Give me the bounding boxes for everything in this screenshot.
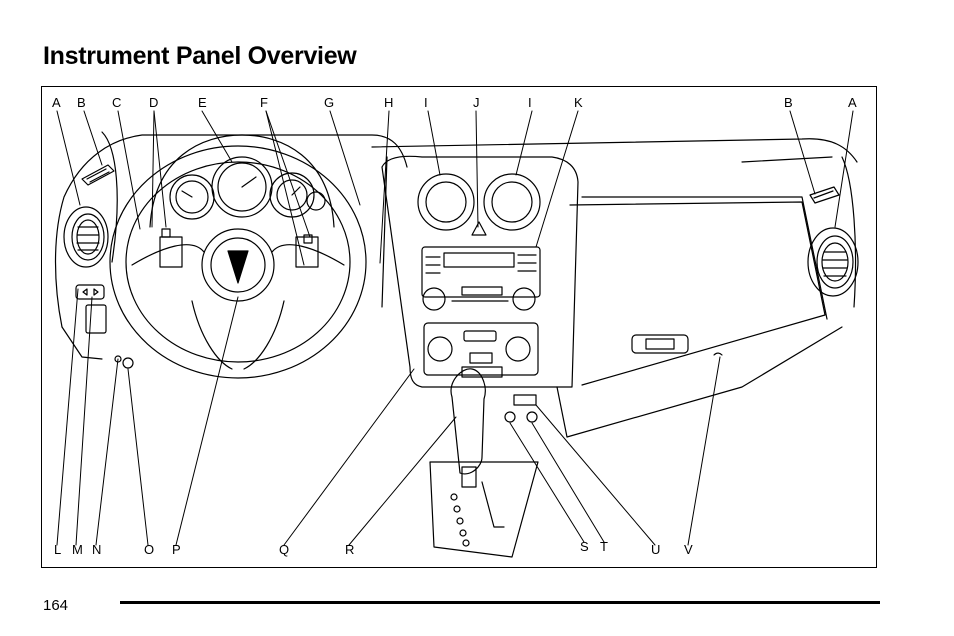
glove-box xyxy=(569,201,826,386)
dashboard-outline xyxy=(54,131,858,438)
callout-O: O xyxy=(144,542,154,557)
callout-S: S xyxy=(580,539,589,554)
callout-L: L xyxy=(54,542,61,557)
callout-V: V xyxy=(684,542,693,557)
callout-C: C xyxy=(112,95,121,110)
top-callout-letters: A B C D E F G H I J I K B A xyxy=(52,95,857,110)
callout-H: H xyxy=(384,95,393,110)
callout-A-left: A xyxy=(52,95,61,110)
bottom-callout-letters: L M N O P Q R S T U V xyxy=(54,539,693,557)
console-switches xyxy=(504,394,538,423)
footer-rule xyxy=(120,601,880,604)
shift-lever xyxy=(429,368,539,558)
instrument-panel-drawing: A B C D E F G H I J I K B A L M N O P Q … xyxy=(52,95,859,558)
right-air-vent xyxy=(807,227,859,297)
callout-M: M xyxy=(72,542,83,557)
callout-U: U xyxy=(651,542,660,557)
callout-K: K xyxy=(574,95,583,110)
callout-B-right: B xyxy=(784,95,793,110)
callout-A-right: A xyxy=(848,95,857,110)
callout-P: P xyxy=(172,542,181,557)
callout-B-left: B xyxy=(77,95,86,110)
left-defogger-vent xyxy=(81,164,115,186)
callout-J: J xyxy=(473,95,480,110)
left-air-vent xyxy=(63,206,109,268)
page-title: Instrument Panel Overview xyxy=(43,42,357,70)
right-defogger-vent xyxy=(809,186,840,204)
callout-Q: Q xyxy=(279,542,289,557)
callout-G: G xyxy=(324,95,334,110)
leader-lines xyxy=(56,110,854,546)
callout-D: D xyxy=(149,95,158,110)
callout-E: E xyxy=(198,95,207,110)
center-stack xyxy=(381,155,579,388)
callout-I-right: I xyxy=(528,95,532,110)
page-number: 164 xyxy=(43,597,69,614)
callout-I-left: I xyxy=(424,95,428,110)
callout-F: F xyxy=(260,95,268,110)
instrument-panel-illustration: A B C D E F G H I J I K B A L M N O P Q … xyxy=(41,86,877,568)
instrument-cluster xyxy=(149,134,335,228)
callout-T: T xyxy=(600,539,608,554)
left-switches xyxy=(75,284,134,369)
callout-R: R xyxy=(345,542,354,557)
steering-wheel xyxy=(109,145,367,379)
callout-N: N xyxy=(92,542,101,557)
